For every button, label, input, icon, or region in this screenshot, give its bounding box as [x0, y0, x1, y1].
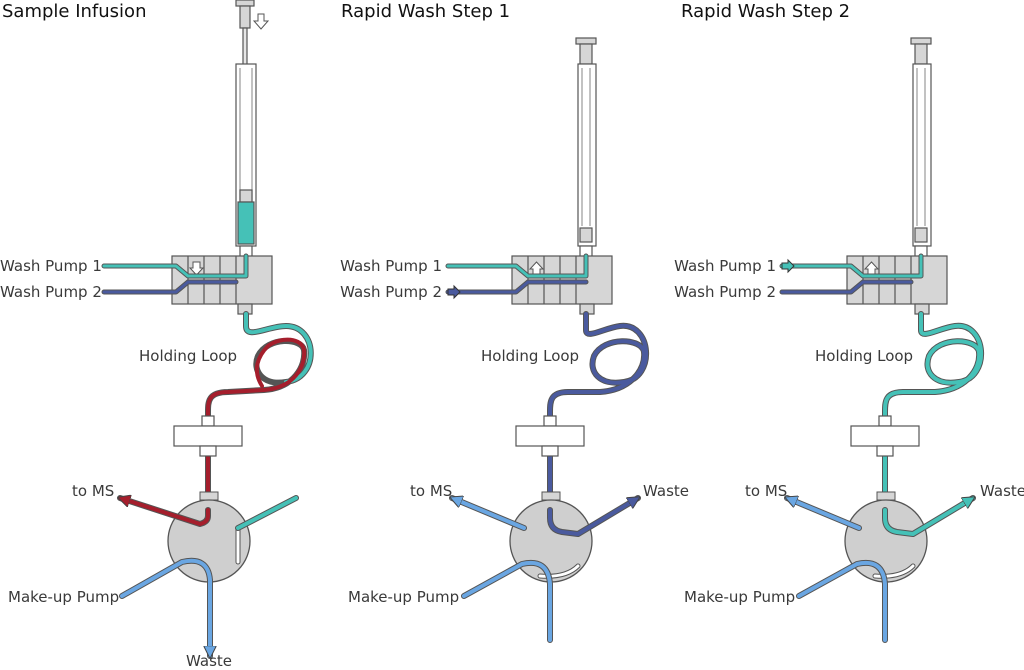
- label-waste: Waste: [643, 482, 689, 500]
- label-holding-loop: Holding Loop: [139, 347, 238, 365]
- waste-line: [883, 496, 973, 536]
- holding-loop: [548, 312, 649, 514]
- holding-loop: [205, 311, 314, 515]
- panel-rapid-wash-2: [779, 37, 985, 643]
- label-wash-pump-1: Wash Pump 1: [0, 257, 102, 275]
- makeup-pump-line: [462, 561, 552, 642]
- label-makeup-pump: Make-up Pump: [348, 588, 460, 606]
- label-makeup-pump: Make-up Pump: [684, 588, 796, 606]
- union-fitting: [850, 415, 920, 457]
- label-wash-pump-1: Wash Pump 1: [340, 257, 442, 275]
- label-holding-loop: Holding Loop: [815, 347, 914, 365]
- union-fitting: [173, 415, 243, 457]
- union-fitting: [515, 415, 585, 457]
- syringe: [575, 37, 597, 259]
- label-holding-loop: Holding Loop: [481, 347, 580, 365]
- label-wash-pump-2: Wash Pump 2: [0, 283, 102, 301]
- label-wash-pump-2: Wash Pump 2: [340, 283, 442, 301]
- label-makeup-pump: Make-up Pump: [8, 588, 120, 606]
- panel-title-sample-infusion: Sample Infusion: [2, 1, 147, 22]
- makeup-pump-line: [797, 561, 887, 642]
- label-to-ms: to MS: [72, 482, 115, 500]
- wash-pump-2-inflow-arrow-icon: [447, 284, 461, 300]
- panel-title-rapid-wash-2: Rapid Wash Step 2: [681, 1, 851, 22]
- label-wash-pump-1: Wash Pump 1: [674, 257, 776, 275]
- to-ms-line: [120, 498, 210, 526]
- wash-pump-1-line: [446, 254, 588, 278]
- selector-valve: [509, 491, 593, 583]
- valve-down-arrow-icon: [188, 261, 205, 276]
- panel-rapid-wash-1: [445, 37, 650, 643]
- label-wash-pump-2: Wash Pump 2: [674, 283, 776, 301]
- makeup-waste-line: [120, 558, 210, 656]
- wash-pump-2-line: [446, 280, 588, 294]
- label-to-ms: to MS: [410, 482, 453, 500]
- wash-pump-1-inflow-arrow-icon: [781, 258, 795, 274]
- syringe: [235, 0, 257, 259]
- label-to-ms: to MS: [745, 482, 788, 500]
- label-waste: Waste: [186, 652, 232, 670]
- syringe: [910, 37, 932, 259]
- wash-pump-1-line: [780, 254, 923, 278]
- to-ms-line: [787, 498, 861, 530]
- waste-line: [548, 496, 638, 536]
- wash-pump-2-line: [780, 280, 913, 294]
- label-waste: Waste: [980, 482, 1024, 500]
- panel-title-rapid-wash-1: Rapid Wash Step 1: [341, 1, 511, 22]
- panel-sample-infusion: [101, 0, 314, 659]
- holding-loop: [883, 312, 984, 514]
- wash-out-line: [236, 496, 298, 530]
- selector-valve: [844, 491, 928, 583]
- plunger-down-arrow-icon: [252, 13, 270, 30]
- to-ms-line: [452, 498, 526, 530]
